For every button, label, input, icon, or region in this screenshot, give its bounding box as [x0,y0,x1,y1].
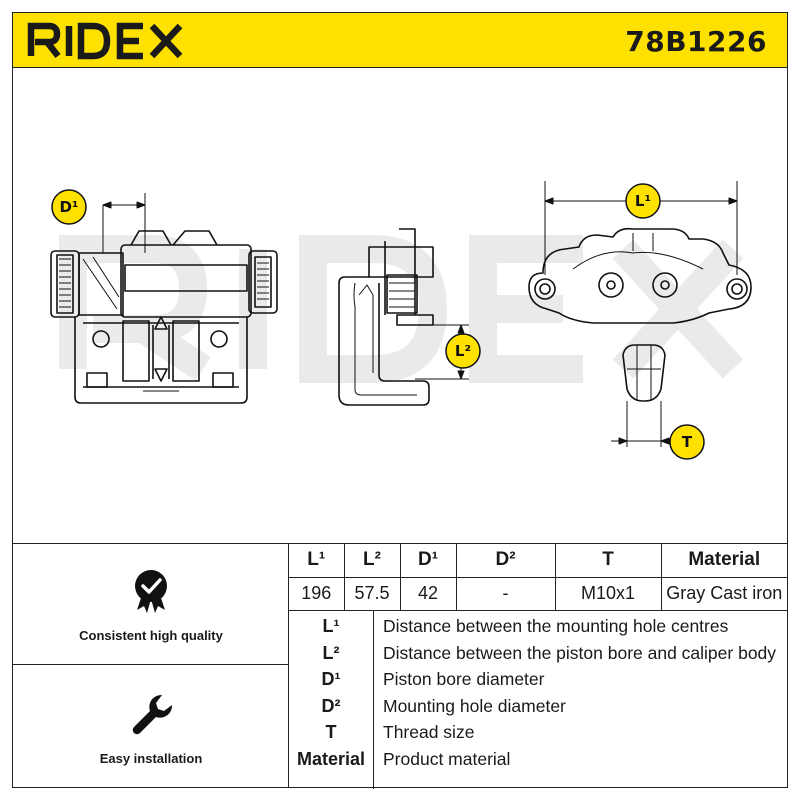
spec-header-material: Material [660,544,787,578]
spec-header-l2: L² [343,544,401,578]
legend-description: Product material [383,748,511,769]
technical-drawing: D¹ L¹ L² T [13,69,787,543]
callout-t: T [682,433,693,451]
product-sheet: 78B1226 [12,12,788,789]
legend-key: L² [322,642,340,663]
spec-value-t: M10x1 [554,576,662,611]
spec-header-d1: D¹ [399,544,457,578]
quality-badge-icon [135,570,167,613]
feature-label: Easy installation [99,751,203,766]
legend-row: D¹ Piston bore diameter [289,666,787,693]
caliper-side-view [338,228,434,406]
header-bar: 78B1226 [13,13,787,68]
spec-value-material: Gray Cast iron [660,576,787,611]
spec-value-l2: 57.5 [343,576,401,611]
legend-divider [373,611,374,789]
d1-dimension [102,193,146,253]
spec-header-l1: L¹ [289,544,345,578]
part-number: 78B1226 [625,25,767,58]
spec-header-row: L¹ L² D¹ D² T Material [289,544,787,578]
legend-row: L¹ Distance between the mounting hole ce… [289,613,787,640]
mounting-bolt [622,344,666,402]
legend-description: Distance between the piston bore and cal… [383,642,777,663]
legend-key: L¹ [322,616,340,636]
legend-key: D² [321,695,341,716]
callout-badges [51,183,705,460]
caliper-front-view [50,230,278,404]
legend-row: D² Mounting hole diameter [289,693,787,720]
legend-row: L² Distance between the piston bore and … [289,640,787,667]
legend-table: L¹ Distance between the mounting hole ce… [289,610,787,789]
feature-quality: Consistent high quality [13,544,289,665]
legend-description: Distance between the mounting hole centr… [383,616,729,636]
callout-l1: L¹ [635,192,651,210]
legend-row: Material Product material [289,746,787,773]
legend-description: Mounting hole diameter [383,695,566,716]
watermark-logo [59,235,744,383]
spec-value-d2: - [455,576,556,611]
spec-header-t: T [554,544,662,578]
legend-key: D¹ [321,669,341,689]
wrench-icon [132,694,173,735]
feature-label: Consistent high quality [79,628,223,643]
spec-value-l1: 196 [289,576,345,611]
brand-logo [27,22,183,60]
feature-column: Consistent high quality Easy installatio… [13,544,289,788]
callout-d1: D¹ [59,198,78,216]
caliper-rear-view [528,227,752,324]
feature-installation: Easy installation [13,665,289,788]
legend-key: T [325,722,337,742]
spec-section: Consistent high quality Easy installatio… [13,543,787,789]
legend-description: Thread size [383,722,475,742]
spec-table: L¹ L² D¹ D² T Material 196 57.5 42 - M10… [289,544,787,611]
spec-header-d2: D² [455,544,556,578]
spec-value-d1: 42 [399,576,457,611]
callout-l2: L² [455,342,471,360]
spec-value-row: 196 57.5 42 - M10x1 Gray Cast iron [289,576,787,611]
caliper-drawing: D¹ L¹ L² T [50,181,752,460]
t-dimension [611,401,677,447]
legend-row: T Thread size [289,719,787,746]
legend-key: Material [296,748,366,769]
legend-description: Piston bore diameter [383,669,545,689]
